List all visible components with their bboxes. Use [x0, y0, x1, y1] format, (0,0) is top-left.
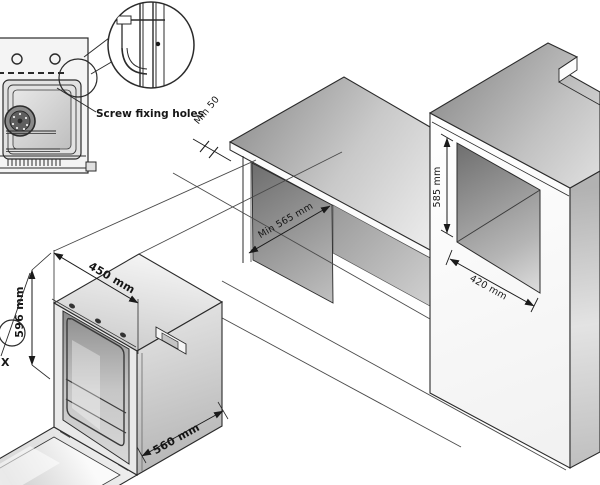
- dim-top-gap: Min 50: [192, 94, 232, 162]
- oven-rack-2: [65, 398, 127, 434]
- dim-column-height-label: 585 mm: [432, 167, 443, 208]
- door-latch: [155, 326, 187, 355]
- tall-cabinet-slab-line: [431, 121, 570, 197]
- flange-screw-holes: [69, 303, 126, 338]
- oven-isometric: [0, 253, 224, 485]
- projection-line: [53, 159, 257, 252]
- oven-rack: [65, 378, 127, 414]
- magnifier-lens-circle: [107, 1, 195, 89]
- opening-inner-corner-line: [456, 189, 541, 243]
- cavity-gasket-line: [66, 317, 125, 447]
- tall-cabinet-top: [428, 42, 600, 189]
- cable-position-marker: X: [0, 272, 31, 369]
- side-bracket: [85, 161, 97, 172]
- control-knob-2: [49, 53, 61, 65]
- magnifier-callout: Screw fixing holes: [56, 1, 204, 120]
- convection-fan: [4, 105, 36, 137]
- front-view-oven: [0, 37, 97, 174]
- oven-top-lip: [51, 298, 137, 348]
- dim-oven-height: 596 mm: [13, 252, 52, 380]
- base-cabinet: [228, 76, 431, 307]
- dim-column-height: 585 mm: [432, 133, 454, 238]
- tall-cabinet-opening: [456, 142, 541, 294]
- notch-bottom-edge: [558, 81, 600, 106]
- magnifier-detail: [112, 2, 165, 88]
- tall-cabinet-side-face: [569, 170, 600, 469]
- vent-slots: [7, 159, 61, 166]
- cable-x-label: X: [1, 356, 10, 369]
- control-knob: [11, 53, 23, 65]
- tall-cabinet: [428, 42, 600, 469]
- door-glass-reflection: [0, 446, 60, 485]
- projection-line: [221, 280, 567, 471]
- projection-line: [138, 151, 343, 255]
- projection-lines: [53, 151, 567, 471]
- cavity-reflection: [72, 340, 100, 430]
- cable-circle: [0, 319, 26, 347]
- callout-leader-line: [56, 87, 97, 113]
- callout-label: Screw fixing holes: [96, 108, 204, 120]
- magnifier-source-circle: [58, 58, 98, 98]
- projection-line: [199, 305, 462, 448]
